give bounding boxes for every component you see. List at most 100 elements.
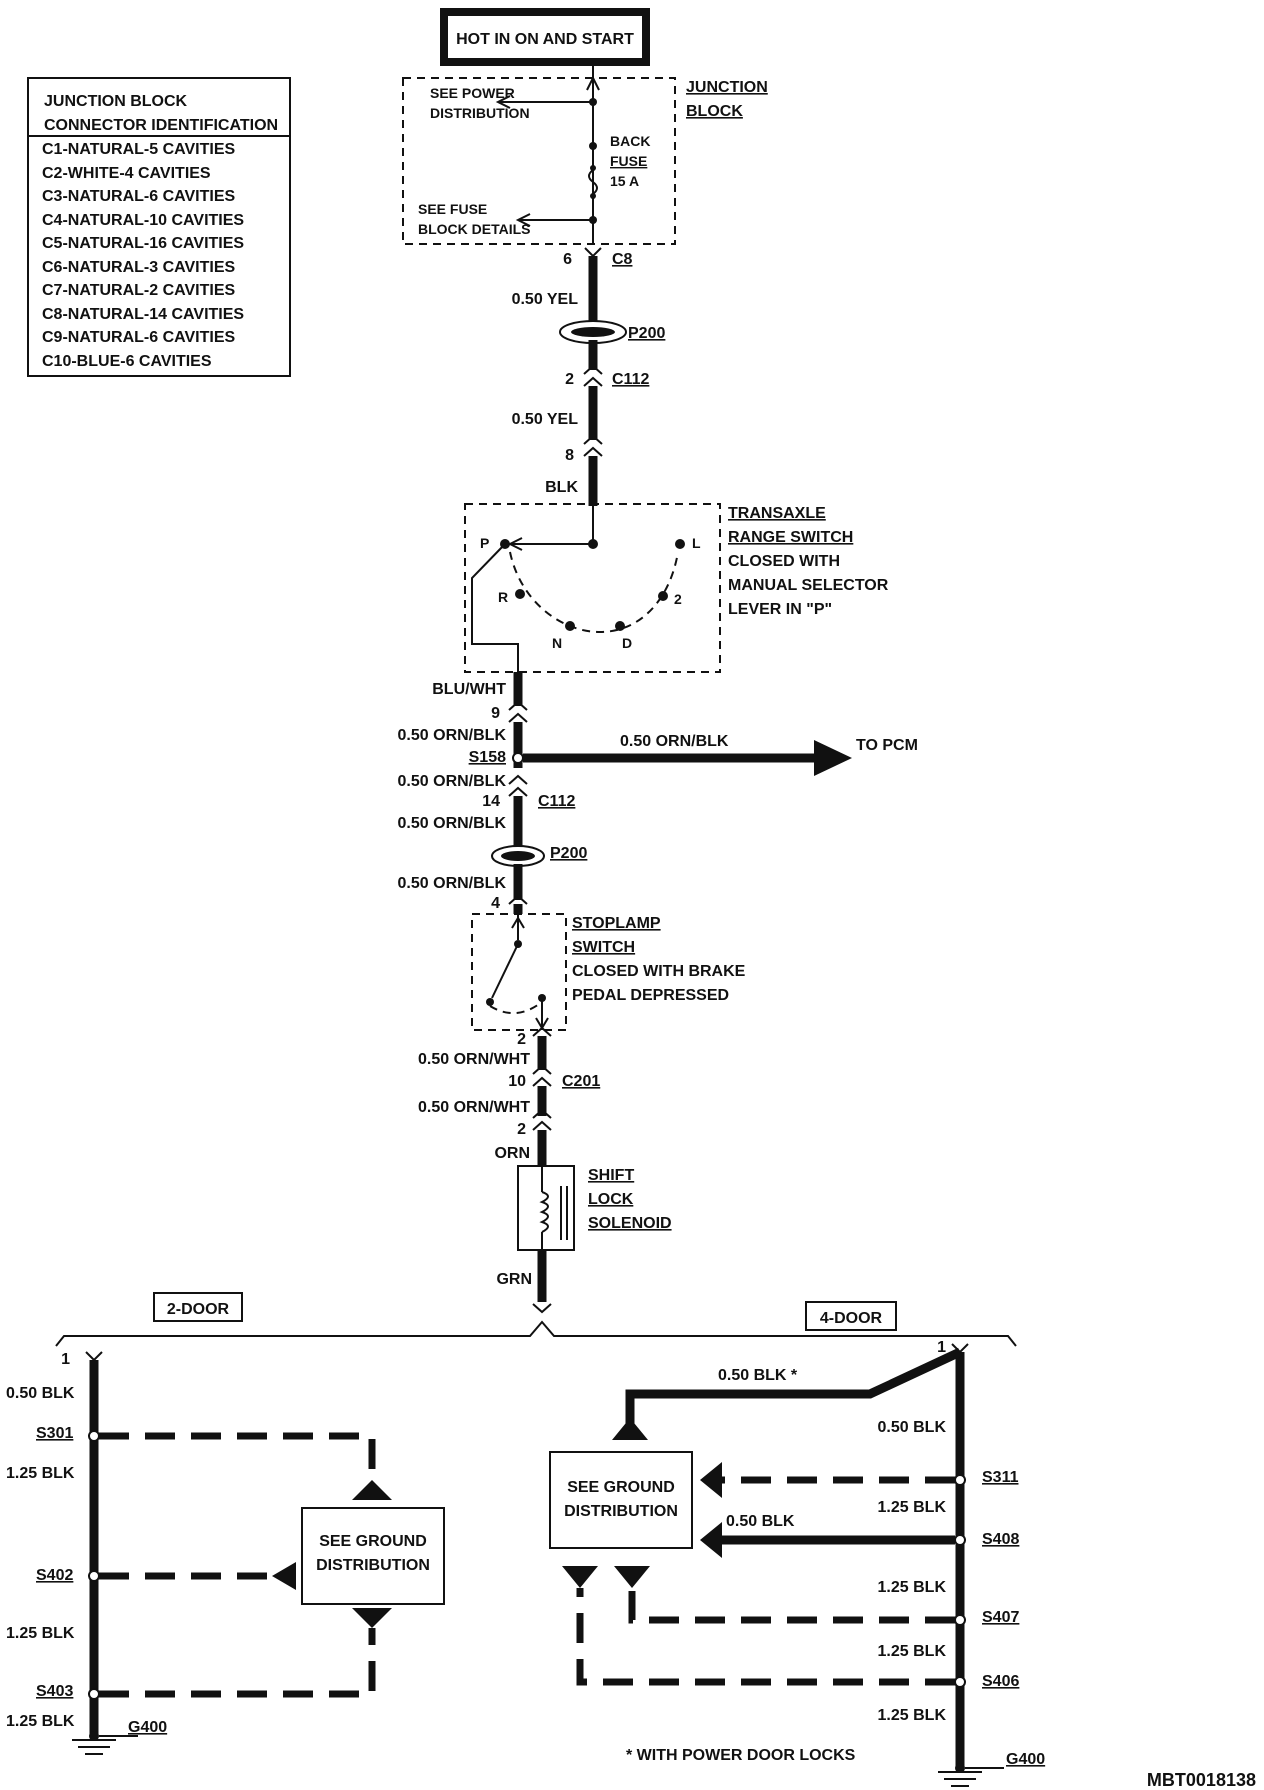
pos-d: D bbox=[622, 635, 632, 651]
pin-14: 14 bbox=[482, 793, 500, 810]
junction-block-name-2: BLOCK bbox=[686, 103, 743, 120]
two-door-pin-1: 1 bbox=[61, 1351, 70, 1368]
four-door-see-ground-box: SEE GROUND DISTRIBUTION bbox=[549, 1451, 693, 1549]
power-source-box: HOT IN ON AND START bbox=[440, 8, 650, 66]
shift-lock-solenoid bbox=[517, 1165, 575, 1251]
pin-10: 10 bbox=[508, 1073, 526, 1090]
p200-top-label: P200 bbox=[628, 325, 665, 342]
pin-2-a: 2 bbox=[517, 1031, 526, 1048]
four-door-label: 4-DOOR bbox=[820, 1310, 883, 1327]
p200-mid-passthrough bbox=[491, 845, 545, 867]
two-door-ground-label: G400 bbox=[128, 1719, 167, 1736]
four-door-wire-s408-in: 0.50 BLK bbox=[726, 1513, 795, 1530]
fuse-rating: 15 A bbox=[610, 173, 639, 189]
wire-orn-blk-b: 0.50 ORN/BLK bbox=[398, 773, 507, 790]
legend-item: C1-NATURAL-5 CAVITIES bbox=[42, 141, 236, 158]
two-door-wire-4: 1.25 BLK bbox=[6, 1713, 75, 1730]
stoplamp-switch: STOPLAMP SWITCH CLOSED WITH BRAKE PEDAL … bbox=[471, 913, 746, 1031]
lower-circuit: 2 0.50 ORN/WHT 10 C201 0.50 ORN/WHT 2 OR… bbox=[418, 1026, 672, 1314]
p200-top-passthrough bbox=[559, 320, 627, 344]
solenoid-label-2: LOCK bbox=[588, 1191, 634, 1208]
junction-block: SEE POWER DISTRIBUTION BACK FUSE 15 A SE… bbox=[402, 66, 768, 245]
two-door-label: 2-DOOR bbox=[167, 1301, 230, 1318]
wire-orn-wht-e: 0.50 ORN/WHT bbox=[418, 1051, 530, 1068]
see-fuse-line-2: BLOCK DETAILS bbox=[418, 221, 531, 237]
wire-to-pcm: 0.50 ORN/BLK bbox=[620, 733, 729, 750]
four-door-wire-s311-s408: 1.25 BLK bbox=[878, 1499, 947, 1516]
legend-item: C5-NATURAL-16 CAVITIES bbox=[42, 235, 244, 252]
wire-orn: ORN bbox=[494, 1145, 530, 1162]
two-door-see-ground-1: SEE GROUND bbox=[319, 1533, 427, 1550]
legend-item: C7-NATURAL-2 CAVITIES bbox=[42, 282, 236, 299]
legend-item: C2-WHITE-4 CAVITIES bbox=[42, 165, 211, 182]
pos-n: N bbox=[552, 635, 562, 651]
legend-title-2: CONNECTOR IDENTIFICATION bbox=[44, 117, 278, 134]
legend-item: C6-NATURAL-3 CAVITIES bbox=[42, 259, 236, 276]
stoplamp-label-2: SWITCH bbox=[572, 939, 635, 956]
power-source-label: HOT IN ON AND START bbox=[456, 31, 634, 48]
legend-item: C8-NATURAL-14 CAVITIES bbox=[42, 306, 244, 323]
wire-yel-2: 0.50 YEL bbox=[512, 411, 579, 428]
four-door-pin-1: 1 bbox=[937, 1339, 946, 1356]
s301-label: S301 bbox=[36, 1425, 73, 1442]
feed-circuit: 6 C8 0.50 YEL P200 2 C112 0.50 YEL 8 BLK bbox=[512, 247, 665, 506]
transaxle-label-1: TRANSAXLE bbox=[728, 505, 826, 522]
transaxle-label-4: MANUAL SELECTOR bbox=[728, 577, 889, 594]
legend-item: C9-NATURAL-6 CAVITIES bbox=[42, 329, 236, 346]
two-door-wire-2: 1.25 BLK bbox=[6, 1465, 75, 1482]
pos-r: R bbox=[498, 589, 508, 605]
s402-label: S402 bbox=[36, 1567, 73, 1584]
four-door-wire-main: 0.50 BLK bbox=[878, 1419, 947, 1436]
wire-orn-blk-a: 0.50 ORN/BLK bbox=[398, 727, 507, 744]
pin-4: 4 bbox=[491, 895, 500, 912]
s158-label: S158 bbox=[469, 749, 506, 766]
see-fuse-line-1: SEE FUSE bbox=[418, 201, 487, 217]
junction-block-name-1: JUNCTION bbox=[686, 79, 768, 96]
two-door-see-ground-box: SEE GROUND DISTRIBUTION bbox=[301, 1507, 445, 1605]
stoplamp-label-1: STOPLAMP bbox=[572, 915, 661, 932]
s406-label: S406 bbox=[982, 1673, 1019, 1690]
wire-yel-1: 0.50 YEL bbox=[512, 291, 579, 308]
transaxle-label-2: RANGE SWITCH bbox=[728, 529, 853, 546]
c112-mid-label: C112 bbox=[538, 793, 575, 810]
legend-item: C4-NATURAL-10 CAVITIES bbox=[42, 212, 244, 229]
figure-code: MBT0018138 bbox=[1147, 1770, 1256, 1790]
solenoid-label-3: SOLENOID bbox=[588, 1215, 672, 1232]
to-pcm-label: TO PCM bbox=[856, 737, 918, 754]
wire-orn-wht-f: 0.50 ORN/WHT bbox=[418, 1099, 530, 1116]
p200-mid-label: P200 bbox=[550, 845, 587, 862]
c201-label: C201 bbox=[562, 1073, 600, 1090]
two-door-wire-3: 1.25 BLK bbox=[6, 1625, 75, 1642]
four-door-wire-s408-s407: 1.25 BLK bbox=[878, 1579, 947, 1596]
legend-item: C10-BLUE-6 CAVITIES bbox=[42, 353, 212, 370]
four-door-ground-label: G400 bbox=[1006, 1751, 1045, 1768]
stoplamp-label-3: CLOSED WITH BRAKE bbox=[572, 963, 746, 980]
c112-top-label: C112 bbox=[612, 371, 649, 388]
pin-2-b: 2 bbox=[517, 1121, 526, 1138]
connector-legend: JUNCTION BLOCK CONNECTOR IDENTIFICATION … bbox=[27, 77, 291, 377]
pos-2: 2 bbox=[674, 591, 682, 607]
transaxle-label-5: LEVER IN "P" bbox=[728, 601, 832, 618]
s408-label: S408 bbox=[982, 1531, 1019, 1548]
see-power-line-1: SEE POWER bbox=[430, 85, 515, 101]
four-door-section: 1 0.50 BLK * 0.50 BLK S311 1.25 BLK S408… bbox=[549, 1339, 1045, 1787]
pos-l: L bbox=[692, 535, 701, 551]
s403-label: S403 bbox=[36, 1683, 73, 1700]
wire-orn-blk-d: 0.50 ORN/BLK bbox=[398, 875, 507, 892]
variant-brace: 2-DOOR 4-DOOR bbox=[55, 1292, 1017, 1347]
c8-pin: 6 bbox=[563, 251, 572, 268]
transaxle-label-3: CLOSED WITH bbox=[728, 553, 840, 570]
four-door-see-ground-1: SEE GROUND bbox=[567, 1479, 675, 1496]
two-door-section: 1 0.50 BLK S301 1.25 BLK S402 1.25 BLK S… bbox=[6, 1351, 445, 1755]
solenoid-label-1: SHIFT bbox=[588, 1167, 634, 1184]
c8-connector: C8 bbox=[612, 251, 633, 268]
s311-label: S311 bbox=[982, 1469, 1019, 1486]
fuse-label-2: FUSE bbox=[610, 153, 647, 169]
two-door-wire-1: 0.50 BLK bbox=[6, 1385, 75, 1402]
c112-top-pin: 2 bbox=[565, 371, 574, 388]
four-door-ground-icon bbox=[938, 1763, 1004, 1787]
middle-circuit: BLU/WHT 9 0.50 ORN/BLK S158 0.50 ORN/BLK… bbox=[398, 672, 918, 914]
pin-9: 9 bbox=[491, 705, 500, 722]
four-door-wire-power-locks: 0.50 BLK * bbox=[718, 1367, 798, 1384]
